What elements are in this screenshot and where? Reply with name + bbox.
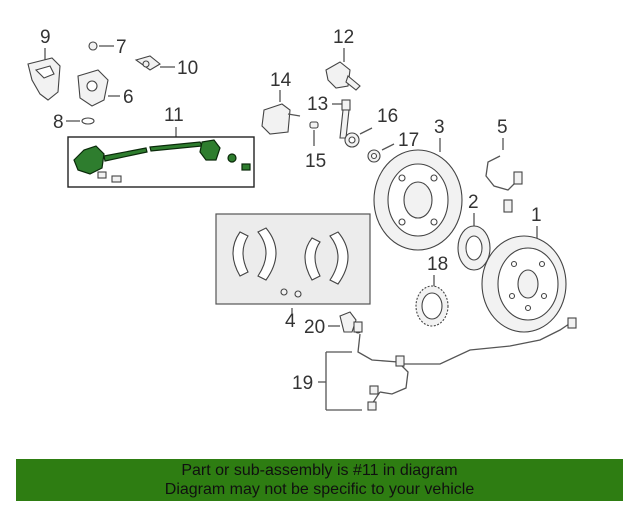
part-8-seal [81,117,95,125]
banner-line-1: Part or sub-assembly is #11 in diagram [181,462,458,479]
callout-6: 6 [123,87,134,108]
part-1-drum [481,235,567,333]
info-banner: Part or sub-assembly is #11 in diagram D… [16,459,623,501]
part-2-gasket [457,225,491,271]
banner-line-2: Diagram may not be specific to your vehi… [164,481,475,498]
callout-12: 12 [333,27,354,48]
callout-19: 19 [292,373,313,394]
part-11-assembly [73,139,251,183]
callout-16: 16 [377,106,398,127]
part-13-adjuster [339,99,351,139]
part-4-brake-shoes [232,227,349,298]
callout-11: 11 [164,105,184,126]
callout-9: 9 [40,27,51,48]
part-15-pin [309,121,319,129]
callout-8: 8 [53,112,64,133]
callout-18: 18 [427,254,448,275]
part-12-lever [325,61,361,91]
callout-2: 2 [468,192,479,213]
callout-15: 15 [305,151,326,172]
callout-14: 14 [270,70,292,91]
part-17-nut [367,149,381,163]
part-19-sensor-harness [353,317,577,411]
part-7-nut [88,41,98,51]
part-18-tone-ring [415,285,449,327]
part-10-bleeder [134,55,161,71]
callout-7: 7 [116,37,127,58]
callout-10: 10 [177,58,198,79]
part-3-backing-plate [373,149,463,251]
part-16-washer [344,132,360,148]
part-6-wheel-cylinder [77,69,109,107]
part-9-bracket [27,57,61,101]
callout-1: 1 [531,205,542,226]
callout-5: 5 [497,117,508,138]
part-5-hose [485,155,523,213]
callout-3: 3 [434,117,445,138]
part-14-plate [261,103,301,135]
callout-20: 20 [304,317,325,338]
callout-17: 17 [398,130,419,151]
callout-13: 13 [307,94,328,115]
callout-4: 4 [285,311,296,332]
